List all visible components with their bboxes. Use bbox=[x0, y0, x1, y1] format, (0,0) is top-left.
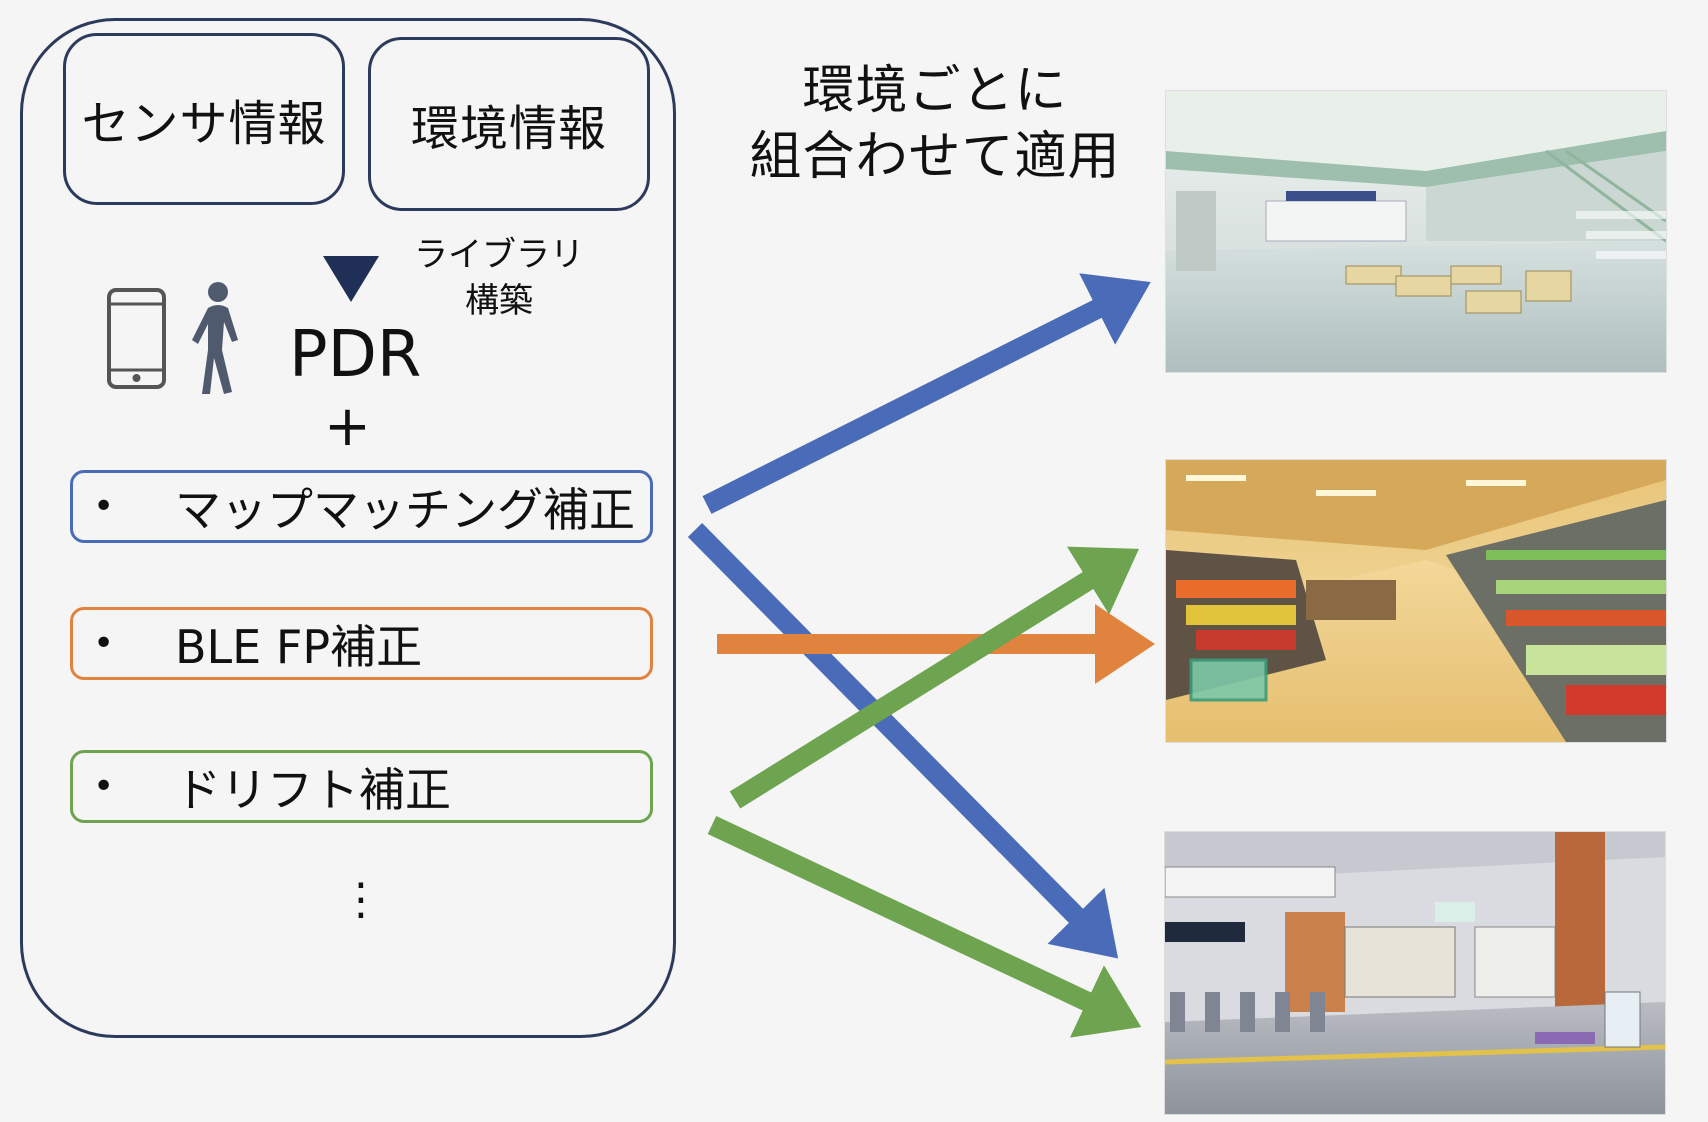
library-build-label: ライブラリ 構築 bbox=[398, 232, 600, 324]
drift-correction-box: • ドリフト補正 bbox=[70, 750, 653, 823]
pdr-label: PDR bbox=[289, 318, 422, 392]
bullet: • bbox=[93, 623, 115, 664]
caption-line-2: 組合わせて適用 bbox=[749, 127, 1121, 187]
library-label-line-1: ライブラリ bbox=[414, 235, 584, 275]
map-matching-correction-box: • マップマッチング補正 bbox=[70, 470, 653, 543]
map-matching-correction-label: マップマッチング補正 bbox=[175, 482, 635, 537]
arrow-map-to-lobby bbox=[702, 273, 1151, 514]
environment-info-label: 環境情報 bbox=[410, 101, 607, 157]
bullet: • bbox=[93, 486, 115, 527]
ble-fp-correction-box: • BLE FP補正 bbox=[70, 607, 653, 680]
ellipsis: ⋮ bbox=[339, 874, 383, 925]
supermarket-image bbox=[1166, 460, 1666, 742]
library-label-line-2: 構築 bbox=[465, 281, 533, 321]
caption: 環境ごとに 組合わせて適用 bbox=[730, 58, 1140, 190]
plus-label: + bbox=[324, 394, 371, 459]
sensor-info-label: センサ情報 bbox=[81, 96, 327, 152]
smartphone-icon bbox=[107, 288, 166, 389]
environment-info-box: 環境情報 bbox=[368, 37, 650, 211]
library-panel bbox=[20, 18, 676, 1038]
caption-line-1: 環境ごとに bbox=[802, 61, 1068, 121]
drift-correction-label: ドリフト補正 bbox=[175, 762, 451, 817]
down-triangle-icon bbox=[323, 256, 379, 302]
walking-person-icon bbox=[192, 282, 238, 394]
arrow-drift-to-supermarket bbox=[729, 546, 1139, 809]
station-gates-image bbox=[1165, 832, 1665, 1114]
arrow-drift-to-gates bbox=[707, 815, 1142, 1038]
arrow-map-to-gates bbox=[687, 522, 1119, 959]
sensor-info-box: センサ情報 bbox=[63, 33, 345, 205]
ble-fp-correction-label: BLE FP補正 bbox=[175, 619, 423, 674]
bullet: • bbox=[93, 766, 115, 807]
pdr-icons bbox=[107, 282, 238, 394]
station-lobby-image bbox=[1166, 91, 1666, 372]
